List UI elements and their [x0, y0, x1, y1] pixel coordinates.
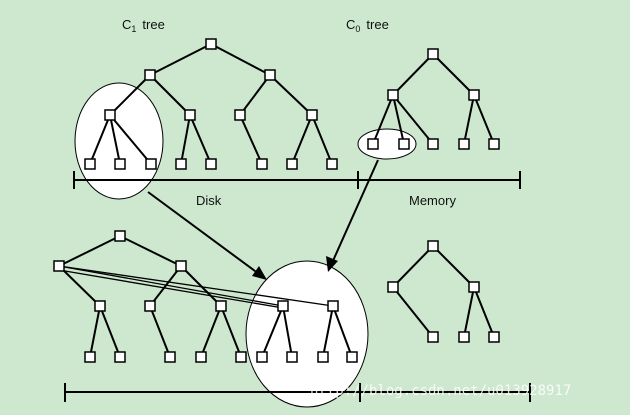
tree-node: [327, 300, 339, 312]
tree-node: [84, 158, 96, 170]
tree-node: [104, 109, 116, 121]
tree-node: [346, 351, 358, 363]
tree-node: [215, 300, 227, 312]
tree-node: [488, 138, 500, 150]
disk-label: Disk: [196, 193, 222, 208]
tree-node: [427, 48, 439, 60]
memory-tree-nodes: [387, 240, 500, 343]
tree-node: [387, 89, 399, 101]
tree-node: [144, 69, 156, 81]
c0-tree-nodes: [367, 48, 500, 150]
tree-node: [53, 260, 65, 272]
tree-node: [427, 138, 439, 150]
c1-tree-nodes: [84, 38, 338, 170]
disk-memory-axis-top: [73, 171, 521, 189]
tree-node: [458, 331, 470, 343]
tree-node: [468, 281, 480, 293]
tree-node: [175, 158, 187, 170]
watermark: http://blog.csdn.net/u013928917: [310, 383, 571, 399]
arrow-head-c1: [252, 266, 267, 280]
tree-node: [326, 158, 338, 170]
tree-node: [264, 69, 276, 81]
disk-memory-axis-bottom: [64, 383, 531, 402]
tree-node: [195, 351, 207, 363]
tree-node: [114, 230, 126, 242]
tree-node: [235, 351, 247, 363]
highlight-ellipse-c1-subtree: [74, 82, 164, 200]
merged-tree-nodes: [53, 230, 358, 363]
migration-arrows: [147, 159, 379, 275]
tree-node: [306, 109, 318, 121]
tree-node: [277, 300, 289, 312]
memory-label: Memory: [409, 193, 456, 208]
tree-node: [234, 109, 246, 121]
tree-node: [256, 351, 268, 363]
tree-node: [114, 158, 126, 170]
tree-node: [488, 331, 500, 343]
c1-tree-edges: [89, 43, 333, 165]
tree-node: [317, 351, 329, 363]
tree-node: [387, 281, 399, 293]
tree-node: [286, 158, 298, 170]
tree-node: [427, 240, 439, 252]
merged-tree-edges: [58, 235, 353, 358]
tree-node: [256, 158, 268, 170]
tree-node: [114, 351, 126, 363]
merge-pointer-lines: [58, 265, 334, 309]
tree-node: [205, 38, 217, 50]
arrow-head-c0: [326, 256, 338, 272]
tree-node: [458, 138, 470, 150]
tree-node: [175, 260, 187, 272]
tree-node: [205, 158, 217, 170]
tree-node: [367, 138, 379, 150]
tree-node: [144, 300, 156, 312]
tree-node: [398, 138, 410, 150]
tree-node: [164, 351, 176, 363]
tree-node: [145, 158, 157, 170]
tree-node: [84, 351, 96, 363]
tree-node: [468, 89, 480, 101]
tree-node: [94, 300, 106, 312]
tree-node: [427, 331, 439, 343]
tree-node: [286, 351, 298, 363]
tree-node: [184, 109, 196, 121]
c0-tree-edges: [372, 53, 495, 145]
memory-tree-edges: [392, 245, 495, 338]
